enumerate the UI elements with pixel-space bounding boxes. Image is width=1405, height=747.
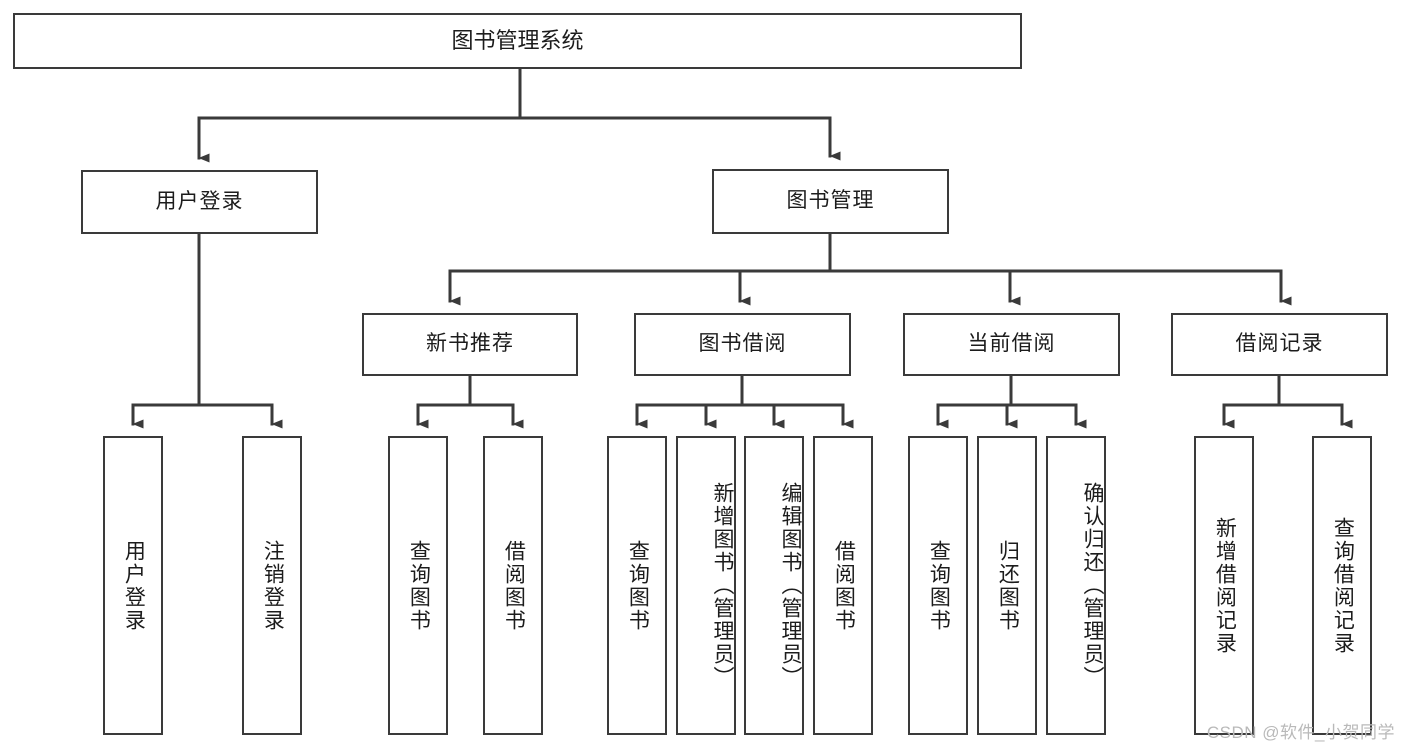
leaf-edit-book[interactable]: 编辑图书（管理员） [744, 436, 804, 735]
leaf-user-login-label: 用户登录 [122, 539, 146, 632]
leaf-borrow-book-label: 借阅图书 [832, 539, 856, 632]
node-new-book-recommend[interactable]: 新书推荐 [362, 313, 578, 376]
leaf-borrow-book-recommend[interactable]: 借阅图书 [483, 436, 543, 735]
node-root-label: 图书管理系统 [451, 28, 584, 54]
node-book-borrow-label: 图书借阅 [698, 332, 787, 356]
node-current-borrow[interactable]: 当前借阅 [903, 313, 1120, 376]
node-new-book-recommend-label: 新书推荐 [426, 332, 514, 356]
watermark-text: CSDN @软件_小贺同学 [1206, 723, 1395, 742]
node-user-login-label: 用户登录 [155, 189, 244, 213]
leaf-user-login[interactable]: 用户登录 [103, 436, 163, 735]
leaf-add-book[interactable]: 新增图书（管理员） [676, 436, 736, 735]
node-current-borrow-label: 当前借阅 [967, 332, 1056, 356]
leaf-logout-login[interactable]: 注销登录 [242, 436, 302, 735]
leaf-query-book-recommend-label: 查询图书 [407, 539, 431, 632]
leaf-return-book-label: 归还图书 [996, 539, 1020, 632]
node-book-manage[interactable]: 图书管理 [712, 169, 949, 234]
node-borrow-record-label: 借阅记录 [1235, 332, 1324, 356]
leaf-query-book-recommend[interactable]: 查询图书 [388, 436, 448, 735]
leaf-add-book-label: 新增图书（管理员） [711, 482, 734, 689]
leaf-query-book-current-label: 查询图书 [927, 539, 951, 632]
leaf-query-book-borrow-label: 查询图书 [626, 539, 650, 632]
leaf-confirm-return[interactable]: 确认归还（管理员） [1046, 436, 1106, 735]
leaf-logout-login-label: 注销登录 [261, 539, 285, 632]
leaf-return-book[interactable]: 归还图书 [977, 436, 1037, 735]
leaf-query-book-current[interactable]: 查询图书 [908, 436, 968, 735]
leaf-query-borrow-record[interactable]: 查询借阅记录 [1312, 436, 1372, 735]
leaf-confirm-return-label: 确认归还（管理员） [1081, 482, 1104, 689]
leaf-query-book-borrow[interactable]: 查询图书 [607, 436, 667, 735]
node-book-manage-label: 图书管理 [786, 189, 875, 213]
leaf-add-borrow-record[interactable]: 新增借阅记录 [1194, 436, 1254, 735]
node-borrow-record[interactable]: 借阅记录 [1171, 313, 1388, 376]
leaf-borrow-book-recommend-label: 借阅图书 [502, 539, 526, 632]
leaf-query-borrow-record-label: 查询借阅记录 [1331, 516, 1355, 655]
leaf-edit-book-label: 编辑图书（管理员） [779, 482, 802, 689]
node-book-borrow[interactable]: 图书借阅 [634, 313, 851, 376]
node-user-login[interactable]: 用户登录 [81, 170, 318, 234]
leaf-add-borrow-record-label: 新增借阅记录 [1213, 516, 1237, 655]
leaf-borrow-book[interactable]: 借阅图书 [813, 436, 873, 735]
node-root[interactable]: 图书管理系统 [13, 13, 1022, 69]
